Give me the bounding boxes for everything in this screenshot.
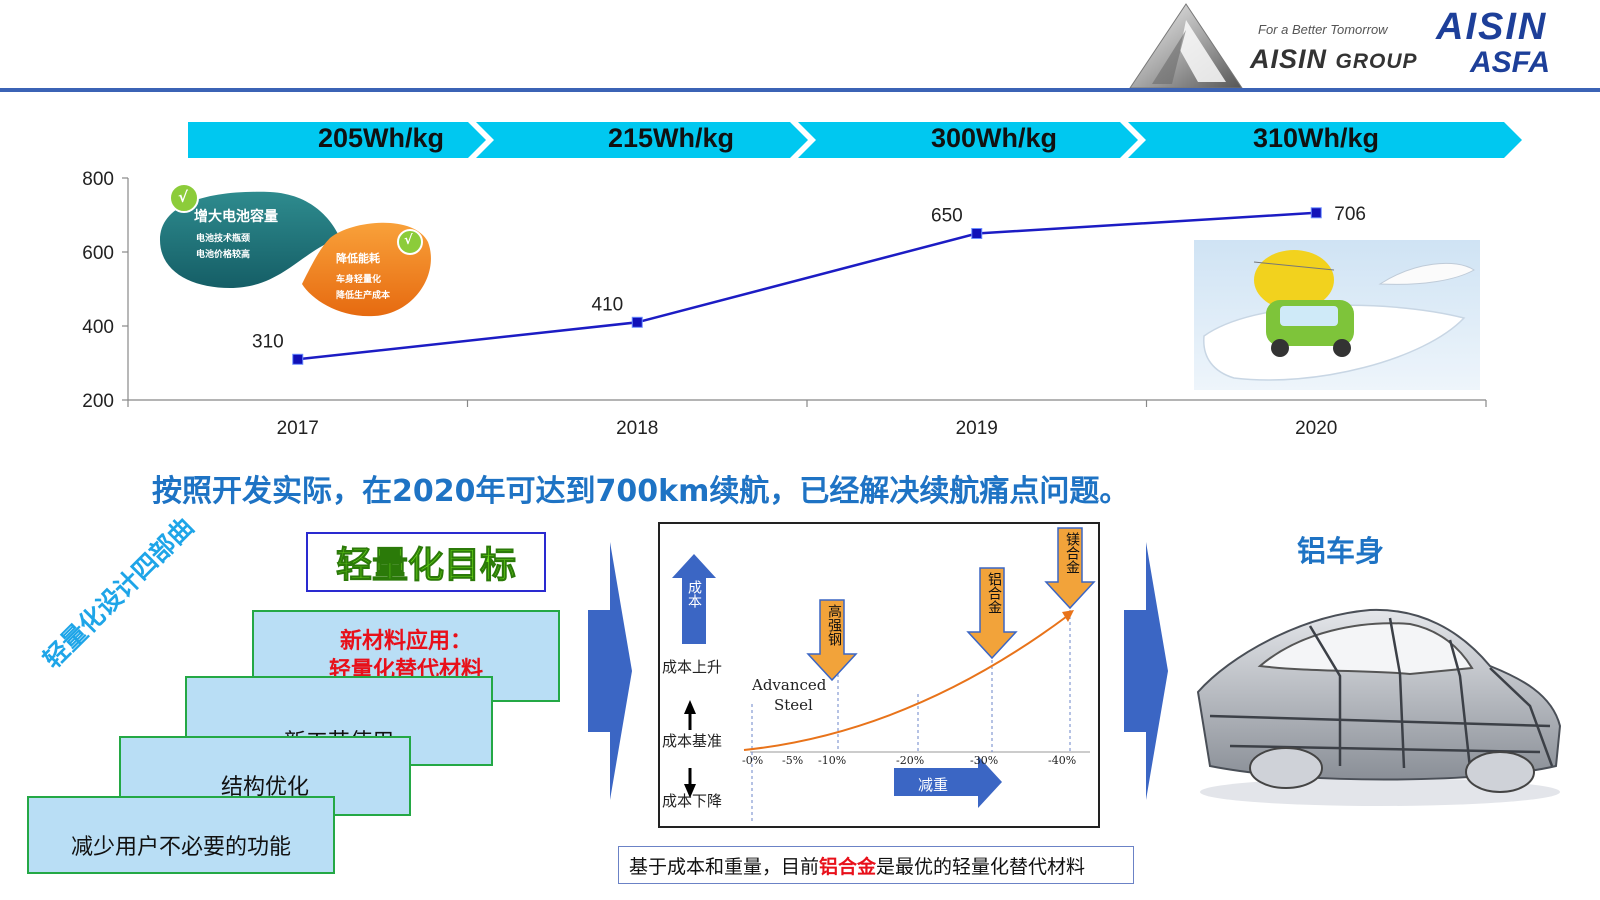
petal2-title: 降低能耗 — [336, 252, 380, 265]
asfa-logo: ASFA — [1470, 46, 1551, 79]
petal2-line2: 降低生产成本 — [336, 291, 391, 301]
aluminum-body-title: 铝车身 — [1297, 534, 1385, 568]
range-series-line — [297, 211, 1317, 361]
data-label: 706 — [1334, 204, 1366, 225]
leaf-shapes-icon — [160, 183, 431, 317]
petal1-line2: 电池价格较高 — [196, 250, 251, 260]
energy-density-band — [188, 122, 1522, 158]
step-reduce-functions-label: 减少用户不必要的功能 — [70, 835, 291, 860]
weight-label-10: -10% — [818, 754, 847, 767]
caption-highlight: 铝合金 — [819, 855, 877, 878]
weight-label-30: -30% — [970, 754, 999, 767]
step-new-materials-line1: 新材料应用： — [339, 629, 472, 654]
aisin-logo: AISIN — [1436, 6, 1548, 48]
petal2-line1: 车身轻量化 — [336, 275, 382, 285]
cost-down-label: 成本下降 — [662, 792, 723, 810]
aluminum-car-body-illustration — [1196, 608, 1562, 806]
x-tick-label: 2017 — [277, 418, 319, 439]
energy-density-2018: 215Wh/kg — [608, 123, 735, 153]
band-segment-3 — [798, 122, 1138, 158]
band-segment-1 — [188, 122, 486, 158]
energy-density-2017: 205Wh/kg — [318, 123, 445, 153]
y-tick-label: 800 — [82, 169, 114, 190]
band-segment-4 — [1128, 122, 1522, 158]
four-step-label: 轻量化设计四部曲 — [37, 512, 200, 675]
data-label: 310 — [252, 331, 284, 352]
cost-up-label: 成本上升 — [662, 658, 723, 676]
brand-tagline: For a Better Tomorrow — [1258, 22, 1388, 37]
weight-label-40: -40% — [1048, 754, 1077, 767]
y-tick-label: 600 — [82, 243, 114, 264]
cost-curve-graphic — [672, 527, 1096, 824]
lightweight-goal-box: 轻量化目标 — [306, 532, 546, 592]
group-suffix: GROUP — [1335, 50, 1418, 73]
data-point — [292, 353, 304, 365]
cost-weight-diagram: 成本 成本上升 成本基准 成本下降 高强钢 铝合金 镁合金 Advanced S… — [658, 522, 1100, 828]
check-icon: √ — [404, 233, 413, 248]
cost-axis-label: 成本 — [686, 580, 702, 608]
material-high-strength-steel: 高强钢 — [826, 604, 842, 646]
data-label: 650 — [931, 206, 963, 227]
x-tick-label: 2020 — [1295, 418, 1337, 439]
energy-density-2020: 310Wh/kg — [1253, 123, 1380, 153]
range-line-chart: 800 600 400 200 2017 2018 2019 2020 310 410 650 7… — [82, 169, 1487, 439]
data-point — [631, 316, 643, 328]
weight-reduction-arrow-icon — [894, 756, 1002, 808]
aluminum-arrow-icon — [966, 567, 1018, 660]
material-magnesium: 镁合金 — [1064, 532, 1080, 574]
y-tick-label: 400 — [82, 317, 114, 338]
cost-up-arrow-icon — [672, 554, 716, 644]
header: For a Better Tomorrow AISIN GROUP AISIN … — [0, 0, 1600, 92]
weight-label-5: -5% — [782, 754, 804, 767]
battery-strategy-infographic: √ √ 增大电池容量 电池技术瓶颈 电池价格较高 降低能耗 车身轻量化 降低生产… — [152, 180, 442, 320]
step-structure-optimization-label: 结构优化 — [220, 775, 309, 800]
data-label: 410 — [592, 294, 624, 315]
energy-density-2019: 300Wh/kg — [931, 123, 1058, 153]
petal1-line1: 电池技术瓶颈 — [196, 234, 251, 244]
material-aluminum: 铝合金 — [986, 572, 1002, 614]
check-icon: √ — [178, 188, 189, 206]
advanced-steel-line2: Steel — [774, 696, 813, 714]
band-segment-2 — [476, 122, 808, 158]
right-chevron-icon — [588, 542, 632, 800]
x-tick-label: 2018 — [616, 418, 658, 439]
lightweight-goal-title: 轻量化目标 — [335, 545, 516, 587]
feather-car-illustration — [1194, 240, 1480, 390]
step-reduce-functions: 减少用户不必要的功能 — [27, 796, 335, 874]
magnesium-arrow-icon — [1044, 527, 1096, 610]
range-headline: 按照开发实际，在2020年可达到700km续航，已经解决续航痛点问题。 — [152, 474, 1130, 509]
weight-label-20: -20% — [896, 754, 925, 767]
y-tick-label: 200 — [82, 391, 114, 412]
caption-after: 是最优的轻量化替代材料 — [876, 855, 1086, 878]
weight-reduction-label: 减重 — [918, 776, 949, 794]
x-tick-label: 2019 — [956, 418, 998, 439]
cost-curve-line — [743, 613, 1071, 751]
cost-base-label: 成本基准 — [662, 732, 723, 750]
petal1-title: 增大电池容量 — [194, 209, 278, 225]
aisin-triangle-logo-icon — [1129, 3, 1243, 89]
right-chevron-icon — [1124, 542, 1168, 800]
caption-before: 基于成本和重量，目前 — [629, 855, 820, 878]
group-brand: AISIN — [1250, 44, 1328, 74]
advanced-steel-line1: Advanced — [752, 676, 827, 694]
material-caption: 基于成本和重量，目前铝合金是最优的轻量化替代材料 — [618, 846, 1134, 884]
header-divider — [0, 88, 1600, 92]
weight-label-0: -0% — [742, 754, 764, 767]
aisin-group-logo: AISIN GROUP — [1250, 44, 1418, 75]
hss-arrow-icon — [806, 599, 858, 682]
data-point — [1310, 207, 1322, 219]
data-point — [971, 228, 983, 239]
